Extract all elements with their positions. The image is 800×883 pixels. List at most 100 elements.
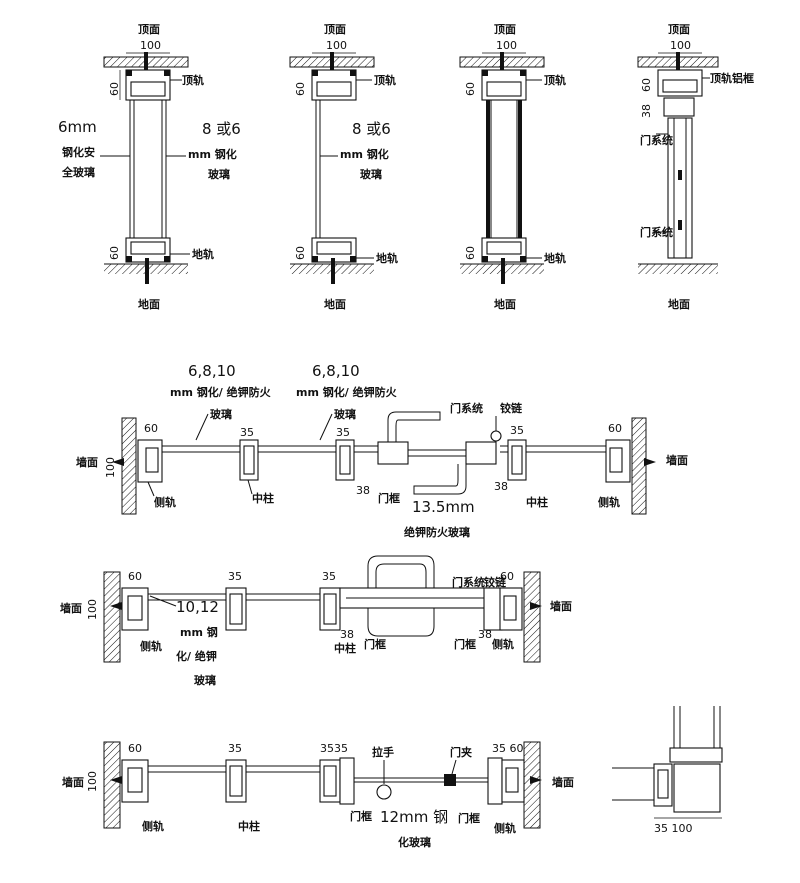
svg-text:35: 35 [240,426,254,439]
svg-text:玻璃: 玻璃 [194,673,216,687]
handle-label: 拉手 [372,745,394,759]
svg-text:侧轨: 侧轨 [492,637,514,651]
door-system-label: 门系统 [640,133,673,147]
detail-dims: 35 100 [654,822,693,835]
vertical-section-3: 顶面 100 60 顶轨 60 地轨 地面 [459,23,566,311]
svg-text:全玻璃: 全玻璃 [61,165,95,179]
top-rail-frame-label: 顶轨铝框 [710,71,754,85]
plan-section-2: 墙面 墙面 100 60 35 35 60 门系统 铰链 10,12 mm 钢 … [60,555,572,687]
glass-note-8-6: 8 或6 [202,120,241,138]
svg-text:38: 38 [356,484,370,497]
svg-text:6,8,10: 6,8,10 [312,362,360,380]
svg-text:60: 60 [464,82,477,96]
svg-text:门框: 门框 [454,637,476,651]
svg-text:门系统: 门系统 [640,225,673,239]
svg-text:墙面: 墙面 [62,775,84,789]
svg-text:60: 60 [144,422,158,435]
side-rail-label: 侧轨 [154,495,176,509]
svg-text:3535: 3535 [320,742,348,755]
svg-text:侧轨: 侧轨 [598,495,620,509]
svg-text:35: 35 [336,426,350,439]
svg-text:门系统: 门系统 [452,575,485,589]
svg-text:100: 100 [86,599,99,620]
svg-text:60: 60 [640,78,653,92]
vertical-section-2: 顶面 100 60 顶轨 8 或6 mm 钢化 玻璃 60 地轨 地面 [289,23,398,311]
door-system-label: 门系统 [450,401,483,415]
plan-section-1: 6,8,10 mm 钢化/ 绝钾防火 6,8,10 mm 钢化/ 绝钾防火 玻璃… [76,362,688,539]
svg-text:化玻璃: 化玻璃 [398,835,431,849]
svg-text:门框: 门框 [458,811,480,825]
svg-text:60: 60 [608,422,622,435]
svg-text:门框: 门框 [350,809,372,823]
svg-text:35: 35 [228,570,242,583]
dim-100: 100 [140,39,161,52]
svg-text:玻璃: 玻璃 [334,407,356,421]
svg-text:mm 钢化: mm 钢化 [188,147,237,161]
svg-text:中柱: 中柱 [334,641,356,655]
svg-text:100: 100 [104,457,117,478]
ceiling-label: 顶面 [138,23,160,36]
svg-text:100: 100 [496,39,517,52]
svg-text:侧轨: 侧轨 [140,639,162,653]
top-rail-label: 顶轨 [182,73,204,87]
svg-text:顶面: 顶面 [668,23,690,36]
svg-text:100: 100 [326,39,347,52]
svg-text:35: 35 [322,570,336,583]
vertical-section-4: 顶面 100 60 38 顶轨铝框 门系统 门系统 地面 [637,23,754,311]
svg-text:60: 60 [294,82,307,96]
svg-text:墙面: 墙面 [666,453,688,467]
svg-text:绝钾防火玻璃: 绝钾防火玻璃 [404,525,470,539]
svg-text:地轨: 地轨 [544,251,566,265]
svg-text:侧轨: 侧轨 [142,819,164,833]
glass-label: 玻璃 [210,407,232,421]
svg-text:顶轨: 顶轨 [544,73,566,87]
svg-text:35: 35 [510,424,524,437]
dim-60: 60 [108,82,121,96]
svg-text:mm 钢化/ 绝钾防火: mm 钢化/ 绝钾防火 [296,385,398,399]
svg-text:地轨: 地轨 [376,251,398,265]
svg-text:100: 100 [670,39,691,52]
svg-text:侧轨: 侧轨 [494,821,516,835]
svg-text:铰链: 铰链 [484,575,507,589]
wall-label: 墙面 [76,455,98,469]
svg-text:60: 60 [500,570,514,583]
floor-label: 地面 [138,297,160,311]
svg-text:38: 38 [494,480,508,493]
svg-text:顶面: 顶面 [494,23,516,36]
svg-text:中柱: 中柱 [238,819,260,833]
svg-text:60: 60 [464,246,477,260]
svg-text:60: 60 [128,742,142,755]
svg-text:墙面: 墙面 [552,775,574,789]
svg-text:60: 60 [294,246,307,260]
svg-text:顶轨: 顶轨 [374,73,396,87]
svg-text:钢化安: 钢化安 [62,145,95,159]
svg-text:38: 38 [340,628,354,641]
svg-text:60: 60 [108,246,121,260]
svg-text:顶面: 顶面 [324,23,346,36]
door-frame-label: 门框 [378,491,400,505]
svg-text:38: 38 [478,628,492,641]
svg-text:玻璃: 玻璃 [360,167,382,181]
svg-text:35 60: 35 60 [492,742,524,755]
svg-text:中柱: 中柱 [526,495,548,509]
corner-detail: 35 100 [612,706,723,835]
svg-text:6,8,10: 6,8,10 [188,362,236,380]
svg-text:38: 38 [640,104,653,118]
svg-text:35: 35 [228,742,242,755]
vertical-section-1: 顶面 100 60 顶轨 6mm 钢化安 全玻璃 8 或6 mm 钢化 玻璃 6… [58,23,241,311]
svg-text:门框: 门框 [364,637,386,651]
door-clamp-label: 门夹 [450,745,472,759]
svg-text:地面: 地面 [494,297,516,311]
svg-text:mm 钢化/ 绝钾防火: mm 钢化/ 绝钾防火 [170,385,272,399]
svg-text:地面: 地面 [324,297,346,311]
plan-section-3: 墙面 墙面 100 60 35 3535 拉手 门夹 35 60 12mm 钢 … [62,741,574,849]
svg-text:mm 钢化: mm 钢化 [340,147,389,161]
svg-text:60: 60 [128,570,142,583]
middle-post-label: 中柱 [252,491,274,505]
svg-text:10,12: 10,12 [176,598,219,616]
hinge-label: 铰链 [500,401,523,415]
glass-note-6mm: 6mm [58,118,97,136]
svg-text:mm 钢: mm 钢 [180,625,218,639]
bottom-rail-label: 地轨 [192,247,214,261]
